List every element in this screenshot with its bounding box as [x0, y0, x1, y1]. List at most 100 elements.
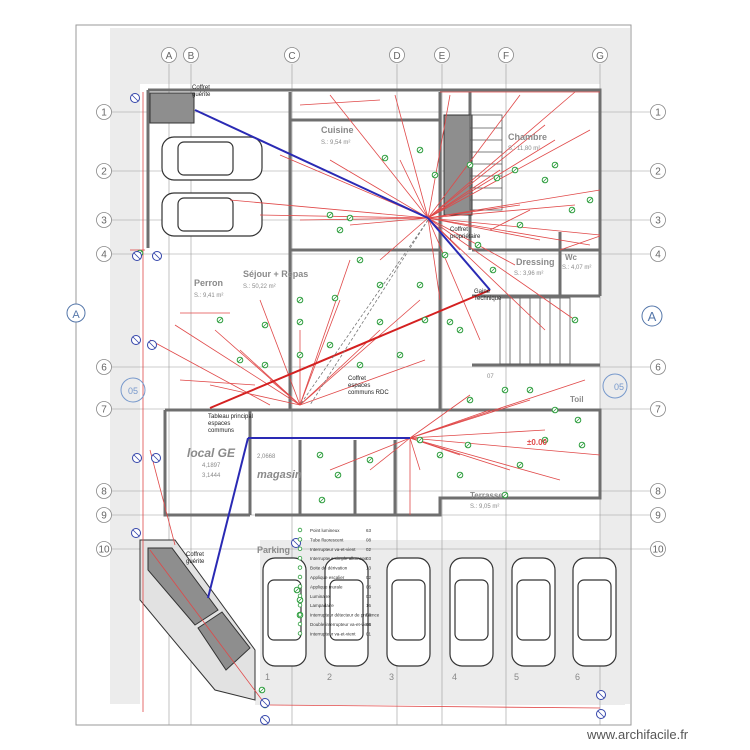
fixture-marker: [336, 226, 344, 234]
legend-count: 08: [366, 613, 372, 618]
legend-label: Double interrupteur va-et-vient: [310, 622, 372, 627]
fixture-marker: [296, 596, 304, 604]
fixture-marker: [516, 461, 524, 469]
room-cuisine-area: S.: 9,54 m²: [321, 140, 350, 146]
fixture-marker: [541, 436, 549, 444]
column-bubble-g: G: [592, 47, 608, 63]
fixture-marker: [261, 361, 269, 369]
outlet-marker: [260, 715, 270, 725]
legend-row: Applique escalier 02: [297, 574, 372, 580]
row-label: 3: [655, 216, 661, 227]
fixture-marker: [346, 214, 354, 222]
coffret-proprietaire-line2: propriétaire: [450, 234, 481, 240]
legend-count: 03: [366, 594, 372, 599]
parking-car-3: [386, 557, 431, 667]
main-red-feeder: [209, 289, 491, 409]
column-bubble-f: F: [498, 47, 514, 63]
row-label: 4: [655, 250, 661, 261]
fixture-marker: [236, 356, 244, 364]
row-label: 3: [101, 216, 107, 227]
fixture-marker: [396, 351, 404, 359]
row-bubble-7-right: 7: [650, 401, 666, 417]
row-label: 8: [655, 487, 661, 498]
outlet-marker: [131, 528, 141, 538]
fixture-marker: [381, 154, 389, 162]
column-label: E: [439, 51, 446, 62]
outlet-marker: [132, 251, 142, 261]
watermark: www.archifacile.fr: [587, 727, 689, 742]
column-label: C: [288, 51, 295, 62]
row-bubble-9-right: 9: [650, 507, 666, 523]
fixture-marker: [296, 351, 304, 359]
fixture-marker: [441, 251, 449, 259]
fixture-marker: [293, 586, 301, 594]
legend-count: 06: [366, 622, 372, 627]
section-05-left-label: 05: [128, 386, 138, 396]
room-magasin: magasin: [257, 469, 302, 481]
coffret-rdc-line2: espaces: [348, 383, 370, 389]
room-chambre-area: S.: 11,80 m²: [508, 146, 540, 152]
parking-slot-number: 1: [265, 672, 270, 682]
legend-label: Applique escalier: [310, 575, 345, 580]
fixture-marker: [474, 241, 482, 249]
parking-car-5: [511, 557, 556, 667]
room-chambre: Chambre: [508, 132, 547, 142]
fixture-marker: [334, 471, 342, 479]
outlet-marker: [132, 453, 142, 463]
section-a-right-label: A: [648, 309, 657, 324]
fixture-marker: [526, 386, 534, 394]
legend-count: 02: [366, 547, 372, 552]
row-bubble-9-left: 9: [96, 507, 112, 523]
fixture-marker: [516, 221, 524, 229]
row-label: 10: [98, 545, 110, 556]
fixture-marker: [586, 196, 594, 204]
row-bubble-8-left: 8: [96, 483, 112, 499]
fixture-marker: [326, 341, 334, 349]
legend-count: 02: [366, 575, 372, 580]
fixture-marker: [376, 318, 384, 326]
red-wiring: [130, 91, 601, 712]
coffret-guerite-bottom-line2: guérite: [186, 559, 205, 565]
room-terrasse: Terrasse: [470, 491, 503, 500]
room-dressing: Dressing: [516, 257, 555, 267]
parking-car-1: [262, 557, 307, 667]
fixture-marker: [466, 161, 474, 169]
row-label: 2: [101, 167, 107, 178]
legend-count: 63: [366, 528, 372, 533]
annotations: Coffret guérite Coffret propriétaire Gai…: [186, 85, 502, 565]
legend-label: Interrupteur simple allumage: [310, 556, 368, 561]
row-label: 2: [655, 167, 661, 178]
room-labels: Cuisine S.: 9,54 m² Chambre S.: 11,80 m²…: [187, 125, 591, 555]
room-wc-area: S.: 4,07 m²: [562, 265, 591, 271]
fixture-marker: [296, 296, 304, 304]
room-perron: Perron: [194, 278, 223, 288]
outlet-marker: [130, 93, 140, 103]
fixture-marker: [366, 456, 374, 464]
fixture-marker: [296, 318, 304, 326]
legend-count: 03: [366, 556, 372, 561]
legend-count: 16: [366, 603, 372, 608]
section-mark-a-right: A: [641, 305, 663, 327]
fixture-marker: [216, 316, 224, 324]
row-bubble-1-right: 1: [650, 104, 666, 120]
fixture-marker: [416, 146, 424, 154]
outlet-marker: [596, 690, 606, 700]
room-cuisine: Cuisine: [321, 125, 354, 135]
column-label: B: [188, 51, 195, 62]
legend-label: Point lumineux: [310, 528, 340, 533]
legend-count: 01: [366, 631, 372, 636]
fixture-marker: [436, 451, 444, 459]
coffret-rdc-line3: communs RDC: [348, 390, 389, 396]
row-bubble-10-right: 10: [650, 541, 666, 557]
coffret-guerite-bottom-line1: Coffret: [186, 552, 204, 558]
column-bubble-e: E: [434, 47, 450, 63]
row-label: 10: [652, 545, 664, 556]
row-bubble-6-right: 6: [650, 359, 666, 375]
parking-car-4: [449, 557, 494, 667]
light-fixtures: [130, 93, 606, 725]
